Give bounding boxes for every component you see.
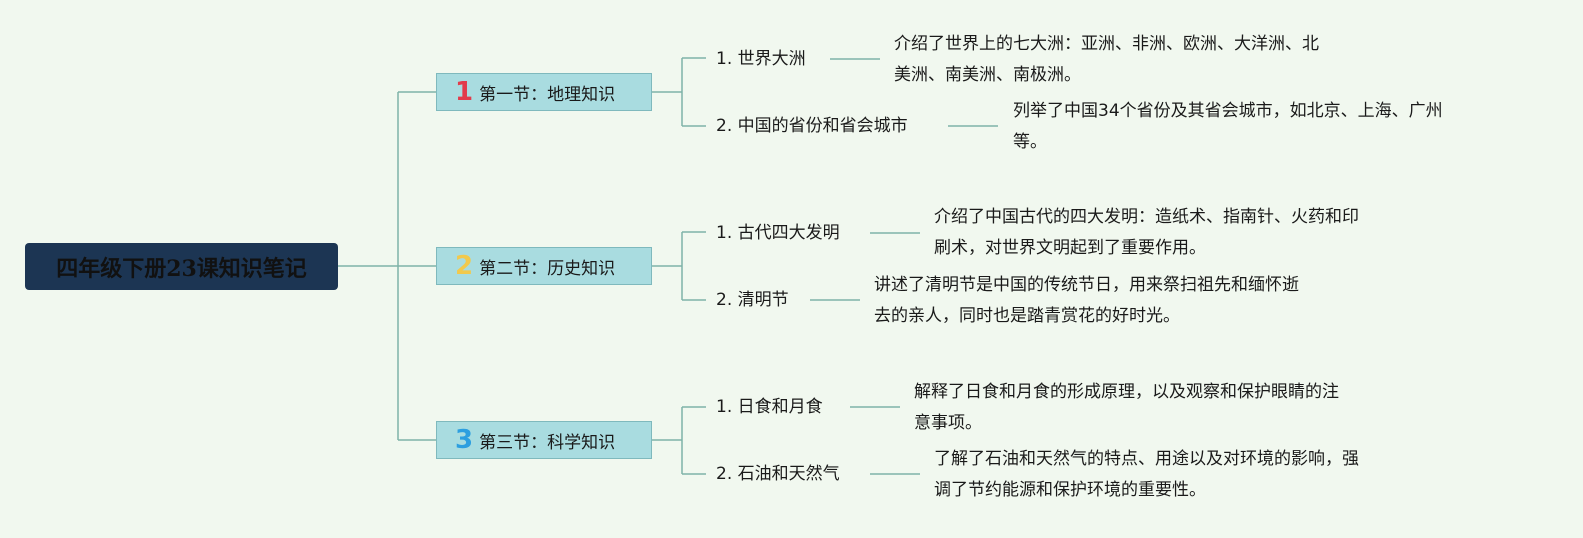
topic-description: 讲述了清明节是中国的传统节日，用来祭扫祖先和缅怀逝 去的亲人，同时也是踏青赏花的… bbox=[874, 270, 1299, 332]
desc-line: 介绍了中国古代的四大发明：造纸术、指南针、火药和印 bbox=[934, 207, 1359, 227]
topic-description: 介绍了世界上的七大洲：亚洲、非洲、欧洲、大洋洲、北 美洲、南美洲、南极洲。 bbox=[894, 29, 1319, 91]
desc-line: 等。 bbox=[1013, 132, 1047, 152]
desc-line: 解释了日食和月食的形成原理，以及观察和保护眼睛的注 bbox=[914, 382, 1339, 402]
topic-description: 列举了中国34个省份及其省会城市，如北京、上海、广州 等。 bbox=[1013, 96, 1443, 158]
section2-connector bbox=[652, 231, 706, 301]
number-two-icon: 2 bbox=[455, 251, 474, 281]
desc-line: 讲述了清明节是中国的传统节日，用来祭扫祖先和缅怀逝 bbox=[874, 275, 1299, 295]
root-node[interactable]: 四年级下册23课知识笔记 bbox=[25, 243, 338, 290]
topic-node[interactable]: 2. 清明节 bbox=[716, 290, 789, 310]
section-label: 第三节：科学知识 bbox=[479, 432, 616, 453]
section-node-geography[interactable]: 1 第一节：地理知识 bbox=[436, 73, 652, 111]
section1-connector bbox=[652, 57, 706, 127]
topic-description: 解释了日食和月食的形成原理，以及观察和保护眼睛的注 意事项。 bbox=[914, 377, 1339, 439]
desc-line: 去的亲人，同时也是踏青赏花的好时光。 bbox=[874, 306, 1180, 326]
desc-line: 调了节约能源和保护环境的重要性。 bbox=[934, 480, 1206, 500]
topic-connector bbox=[850, 406, 920, 475]
section-node-science[interactable]: 3 第三节：科学知识 bbox=[436, 421, 652, 459]
topic-node[interactable]: 1. 古代四大发明 bbox=[716, 223, 840, 243]
section-label: 第二节：历史知识 bbox=[479, 258, 616, 279]
desc-line: 介绍了世界上的七大洲：亚洲、非洲、欧洲、大洋洲、北 bbox=[894, 34, 1319, 54]
desc-line: 刷术，对世界文明起到了重要作用。 bbox=[934, 238, 1206, 258]
desc-line: 美洲、南美洲、南极洲。 bbox=[894, 65, 1081, 85]
section-label: 第一节：地理知识 bbox=[479, 84, 616, 105]
section3-connector bbox=[652, 406, 706, 475]
number-three-icon: 3 bbox=[455, 425, 474, 455]
root-connector bbox=[338, 91, 436, 441]
desc-line: 列举了中国34个省份及其省会城市，如北京、上海、广州 bbox=[1013, 101, 1443, 121]
topic-node[interactable]: 2. 中国的省份和省会城市 bbox=[716, 116, 908, 136]
topic-node[interactable]: 1. 日食和月食 bbox=[716, 397, 823, 417]
desc-line: 了解了石油和天然气的特点、用途以及对环境的影响，强 bbox=[934, 449, 1359, 469]
number-one-icon: 1 bbox=[455, 77, 474, 107]
topic-connector bbox=[810, 232, 920, 301]
topic-description: 介绍了中国古代的四大发明：造纸术、指南针、火药和印 刷术，对世界文明起到了重要作… bbox=[934, 202, 1359, 264]
topic-description: 了解了石油和天然气的特点、用途以及对环境的影响，强 调了节约能源和保护环境的重要… bbox=[934, 444, 1359, 506]
root-title: 四年级下册23课知识笔记 bbox=[56, 255, 307, 282]
topic-node[interactable]: 2. 石油和天然气 bbox=[716, 464, 840, 484]
topic-connector bbox=[830, 58, 998, 127]
section-node-history[interactable]: 2 第二节：历史知识 bbox=[436, 247, 652, 285]
desc-line: 意事项。 bbox=[914, 413, 982, 433]
topic-node[interactable]: 1. 世界大洲 bbox=[716, 49, 806, 69]
